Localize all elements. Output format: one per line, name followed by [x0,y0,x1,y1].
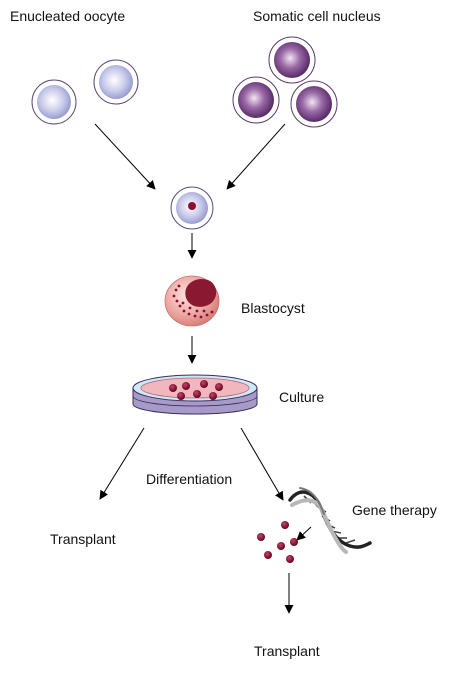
fused-cell [170,186,214,230]
label-culture: Culture [279,389,325,405]
arrow-gene-to-cells [296,526,312,541]
trophoblast-dots [172,284,214,319]
label-enucleated-oocyte: Enucleated oocyte [10,8,126,24]
inner-cell-mass [185,278,217,307]
arrow-nucleus-to-fused [226,123,286,190]
somatic-cell [290,80,338,128]
label-transplant-right: Transplant [254,643,320,659]
cultured-cells [169,380,223,400]
somatic-cell [268,36,316,84]
label-transplant-left: Transplant [50,531,116,547]
culture-dish [132,374,258,415]
arrow-oocyte-to-fused [94,123,156,190]
transferred-nucleus [188,202,196,210]
oocyte-cell [31,79,77,125]
dish-medium [140,377,250,399]
dna-helix-icon [288,487,372,554]
differentiated-cells [257,521,298,563]
somatic-cell-group [232,36,338,128]
label-gene-therapy: Gene therapy [352,502,437,518]
label-blastocyst: Blastocyst [241,300,305,316]
label-somatic-cell-nucleus: Somatic cell nucleus [253,8,381,24]
label-differentiation: Differentiation [146,471,233,487]
somatic-cell [232,76,280,124]
enucleated-oocyte-group [31,59,139,125]
arrow-culture-to-gene-therapy [240,427,284,501]
oocyte-cell [93,59,139,105]
arrow-culture-to-transplant [99,427,145,500]
blastocyst [164,275,220,327]
